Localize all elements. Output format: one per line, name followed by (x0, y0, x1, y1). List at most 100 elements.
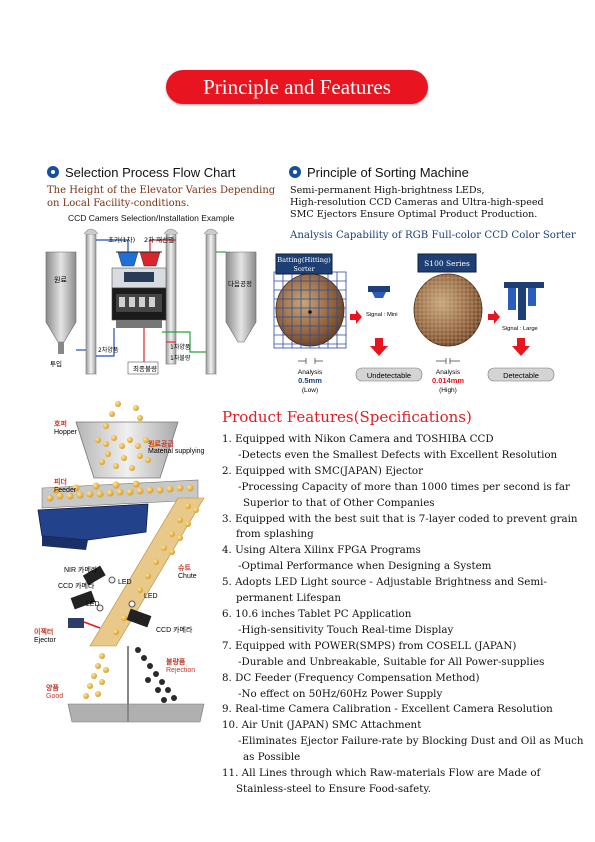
svg-text:Signal : Mini: Signal : Mini (366, 312, 398, 318)
feature-line: -Optimal Performance when Designing a Sy… (238, 560, 492, 573)
svg-text:Ejector: Ejector (34, 637, 56, 644)
ccd-camera-2 (126, 608, 152, 628)
svg-text:호퍼: 호퍼 (54, 419, 67, 428)
svg-text:1차양품: 1차양품 (170, 343, 191, 351)
ejector (68, 618, 84, 628)
analysis-comparison-diagram: Batting(Hitting) Sorter Signal : Mini Un… (273, 253, 555, 394)
flow-chart-subtitle: The Height of the Elevator Varies Depend… (47, 185, 276, 209)
svg-text:Undetectable: Undetectable (367, 371, 411, 380)
svg-text:NIR 카메라: NIR 카메라 (64, 565, 98, 574)
svg-text:Material supplying: Material supplying (148, 448, 205, 455)
svg-text:Analysis: Analysis (436, 369, 461, 376)
feeder (37, 503, 149, 541)
ccd-camera-1 (70, 590, 96, 610)
svg-text:이젝터: 이젝터 (34, 627, 53, 636)
feature-line: -Eliminates Ejector Failure-rate by Bloc… (238, 735, 584, 748)
arrow-down-icon (512, 338, 530, 356)
feature-line: -Detects even the Smallest Defects with … (238, 448, 558, 461)
svg-text:투입: 투입 (50, 360, 62, 368)
svg-text:S100 Series: S100 Series (424, 259, 470, 268)
svg-text:Chute: Chute (178, 573, 197, 580)
feature-line: 2. Equipped with SMC(JAPAN) Ejector (222, 464, 424, 477)
nir-camera (82, 565, 106, 586)
feature-line: -No effect on 50Hz/60Hz Power Supply (238, 687, 443, 700)
svg-text:(High): (High) (439, 387, 457, 394)
left-method-box (275, 253, 333, 275)
arrow-right-icon (488, 310, 500, 324)
chute (89, 497, 205, 647)
elevator-3 (205, 233, 217, 375)
feature-line: -Processing Capacity of more than 1000 t… (238, 480, 570, 493)
svg-text:2차 재선별: 2차 재선별 (144, 235, 174, 244)
svg-text:피더: 피더 (54, 477, 67, 486)
svg-text:Rejection: Rejection (166, 667, 195, 674)
flow-chart-heading: Selection Process Flow Chart (47, 165, 236, 180)
svg-text:Sorter: Sorter (293, 265, 315, 273)
svg-text:(Low): (Low) (302, 387, 318, 394)
feature-line: 4. Using Altera Xilinx FPGA Programs (222, 544, 421, 557)
page-title: Principle and Features (166, 70, 428, 104)
flow-chart-diagram: 최종불량 원료 투입 초기(1차) 2차 재선별 다음공정 2차양품 1차양품 … (45, 228, 257, 375)
feature-line: -High-sensitivity Touch Real-time Displa… (238, 623, 454, 636)
secondary-hopper (139, 251, 161, 267)
svg-text:Signal : Large: Signal : Large (502, 326, 538, 332)
svg-text:CCD 카메라: CCD 카메라 (58, 581, 95, 590)
arrow-right-icon (350, 310, 362, 324)
sorting-description: Semi-permanent High-brightness LEDs, Hig… (290, 185, 544, 220)
svg-text:Feeder: Feeder (54, 487, 77, 494)
raw-silo (45, 251, 77, 343)
svg-text:Good: Good (46, 693, 63, 700)
feature-line: -Durable and Unbreakable, Suitable for A… (238, 655, 545, 668)
arrow-down-icon (370, 338, 388, 356)
feature-line: permanent Lifespan (236, 592, 341, 605)
diagram-caption: CCD Camers Selection/Installation Exampl… (68, 213, 235, 223)
feature-line: as Possible (243, 751, 301, 764)
feature-line: from splashing (236, 528, 314, 541)
right-method-box (417, 253, 477, 273)
feature-line: 8. DC Feeder (Frequency Compensation Met… (222, 671, 480, 684)
sorting-heading: Principle of Sorting Machine (289, 165, 469, 180)
svg-text:슈트: 슈트 (178, 564, 191, 572)
feature-line: Stainless-steel to Ensure Food-safety. (236, 782, 432, 795)
detectable-badge (487, 367, 555, 382)
analysis-title: Analysis Capability of RGB Full-color CC… (290, 230, 576, 241)
section-bullet-icon (289, 166, 301, 178)
elevator-1 (85, 233, 97, 375)
next-process-silo (225, 251, 257, 343)
undetectable-badge (355, 367, 423, 382)
svg-text:Detectable: Detectable (503, 371, 539, 380)
fine-grid (414, 274, 482, 346)
svg-text:LED: LED (144, 593, 158, 600)
svg-text:Hopper: Hopper (54, 429, 78, 436)
svg-text:CCD 카메라: CCD 카메라 (156, 625, 193, 634)
coarse-grid (274, 272, 346, 348)
section-bullet-icon (47, 166, 59, 178)
svg-text:불량품: 불량품 (166, 657, 186, 666)
svg-text:0.014mm: 0.014mm (432, 376, 464, 385)
feature-line: 1. Equipped with Nikon Camera and TOSHIB… (222, 433, 494, 445)
collection-base (67, 703, 205, 723)
svg-text:Analysis: Analysis (298, 369, 323, 376)
svg-text:원료공급: 원료공급 (148, 439, 174, 448)
final-bad-label: 최종불량 (133, 364, 157, 373)
feature-line: 3. Equipped with the best suit that is 7… (222, 512, 578, 525)
svg-text:LED: LED (118, 579, 132, 586)
svg-text:LED: LED (86, 601, 100, 608)
feature-line: 7. Equipped with POWER(SMPS) from COSELL… (222, 639, 517, 652)
feature-line: 10. Air Unit (JAPAN) SMC Attachment (222, 719, 422, 732)
primary-hopper (117, 251, 139, 267)
svg-text:다음공정: 다음공정 (228, 279, 252, 288)
svg-text:양품: 양품 (46, 683, 59, 692)
svg-text:1차불량: 1차불량 (170, 354, 191, 362)
feature-line: 6. 10.6 inches Tablet PC Application (222, 607, 412, 620)
feature-line: Superior to that of Other Companies (243, 496, 435, 509)
sorter-machine-illustration: 호퍼 Hopper 원료공급 Material supplying 피더 Fee… (34, 401, 205, 723)
feature-line: 11. All Lines through which Raw-material… (222, 767, 541, 780)
feature-line: 5. Adopts LED Light source - Adjustable … (222, 576, 547, 589)
svg-text:초기(1차): 초기(1차) (108, 235, 135, 244)
svg-text:Batting(Hitting): Batting(Hitting) (277, 256, 331, 264)
svg-text:2차양품: 2차양품 (98, 346, 119, 354)
svg-text:원료: 원료 (54, 275, 67, 284)
feature-list: 1. Equipped with Nikon Camera and TOSHIB… (222, 432, 584, 798)
svg-text:0.5mm: 0.5mm (298, 376, 322, 385)
